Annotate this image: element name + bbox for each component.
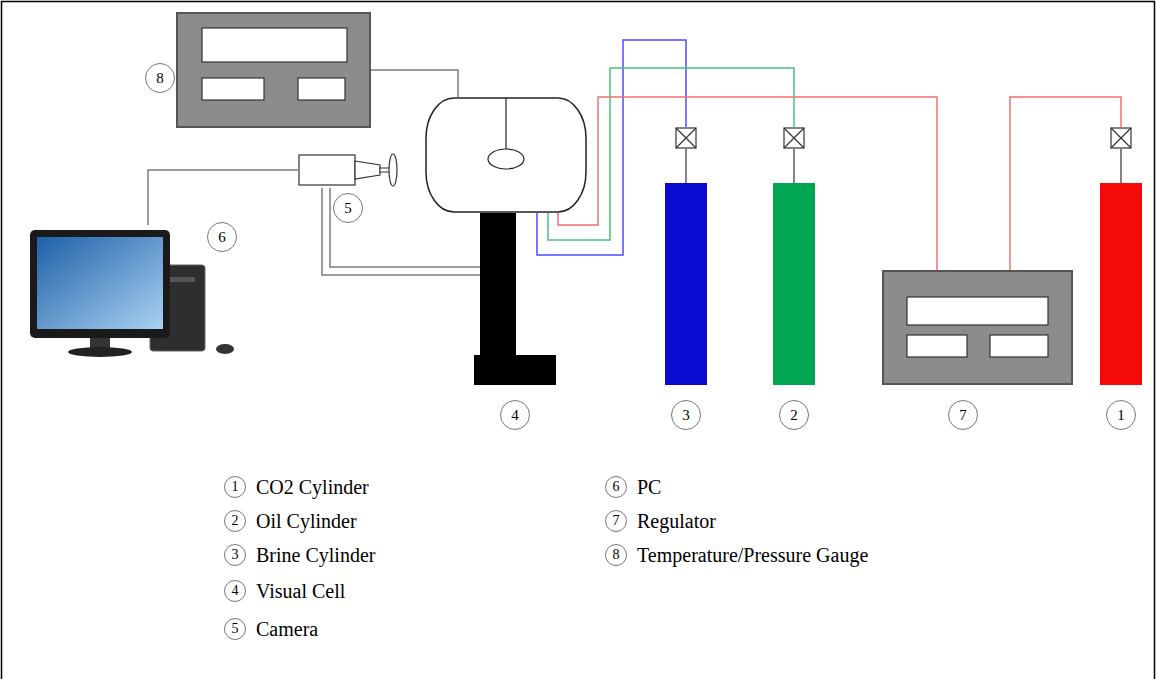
callout-number: 6 xyxy=(207,222,237,252)
legend-item: 1 CO2 Cylinder xyxy=(224,474,369,500)
pc-tower xyxy=(150,265,205,351)
visual-cell: 4 xyxy=(425,97,587,213)
node-graphic xyxy=(425,97,587,213)
node-graphic xyxy=(298,152,400,188)
callout-number: 5 xyxy=(224,618,246,640)
legend-text: CO2 Cylinder xyxy=(256,476,369,499)
camera-lens xyxy=(389,154,397,186)
valve-stem xyxy=(685,149,686,183)
regulator-box: 7 xyxy=(882,270,1073,385)
valve-cross xyxy=(784,128,804,148)
panel-display xyxy=(202,78,264,100)
monitor-neck xyxy=(90,337,110,349)
legend-item: 3 Brine Cylinder xyxy=(224,542,375,568)
monitor-bezel xyxy=(30,230,170,338)
monitor-screen xyxy=(37,237,163,329)
pc-illustration: 6 xyxy=(25,225,240,368)
stand-post xyxy=(480,213,516,355)
callout-number: 8 xyxy=(605,544,627,566)
node-graphic xyxy=(176,12,371,128)
pipe-connector xyxy=(371,70,458,97)
camera-lens xyxy=(380,168,390,172)
legend-text: PC xyxy=(637,476,661,499)
valve-stem xyxy=(793,149,794,183)
panel-body xyxy=(177,13,370,127)
legend-item: 6 PC xyxy=(605,474,661,500)
callout-number: 1 xyxy=(1106,400,1136,430)
legend-item: 8 Temperature/Pressure Gauge xyxy=(605,542,868,568)
legend-item: 5 Camera xyxy=(224,616,318,642)
pipe-connector xyxy=(537,40,686,255)
valve-body xyxy=(1111,128,1131,148)
pc-tower-drive xyxy=(165,277,195,282)
valve-stem xyxy=(1120,149,1121,183)
camera-symbol: 5 xyxy=(298,152,400,188)
brine-cylinder: 3 xyxy=(664,127,708,385)
panel-body xyxy=(883,271,1072,384)
panel-display xyxy=(907,297,1048,325)
valve-cross xyxy=(676,128,696,148)
needle xyxy=(505,98,506,149)
pipe-connector xyxy=(1010,97,1121,270)
node-graphic xyxy=(1099,127,1143,385)
cell-vessel xyxy=(426,98,586,212)
node-graphic xyxy=(772,127,816,385)
legend-text: Visual Cell xyxy=(256,580,345,603)
stand-base xyxy=(474,355,556,385)
camera-body xyxy=(299,155,355,185)
panel-display xyxy=(202,28,347,62)
legend-item: 2 Oil Cylinder xyxy=(224,508,357,534)
legend-item: 7 Regulator xyxy=(605,508,716,534)
drop xyxy=(488,149,524,169)
legend-text: Camera xyxy=(256,618,318,641)
node-graphic xyxy=(882,270,1073,385)
callout-number: 4 xyxy=(224,580,246,602)
legend-text: Brine Cylinder xyxy=(256,544,375,567)
node-graphic xyxy=(25,225,240,368)
callout-number: 7 xyxy=(605,510,627,532)
node-graphic xyxy=(664,127,708,385)
co2-cylinder: 1 xyxy=(1099,127,1143,385)
mouse xyxy=(216,344,234,354)
callout-number: 2 xyxy=(779,400,809,430)
pipe-connector xyxy=(558,97,937,270)
valve-body xyxy=(676,128,696,148)
callout-number: 3 xyxy=(224,544,246,566)
pipe-connector xyxy=(548,68,794,240)
callout-number: 7 xyxy=(948,400,978,430)
valve-cross xyxy=(1111,128,1131,148)
camera-lens xyxy=(355,161,380,179)
oil-cylinder: 2 xyxy=(772,127,816,385)
panel-display xyxy=(298,78,345,100)
callout-number: 5 xyxy=(333,193,363,223)
cylinder-body xyxy=(773,183,815,385)
gauge-box: 8 xyxy=(176,12,371,128)
valve-body xyxy=(784,128,804,148)
cylinder-body xyxy=(1100,183,1142,385)
camera-cable xyxy=(330,188,480,267)
pipe-connector xyxy=(148,170,298,225)
monitor-base xyxy=(68,347,132,357)
legend-item: 4 Visual Cell xyxy=(224,578,345,604)
callout-number: 1 xyxy=(224,476,246,498)
callout-number: 8 xyxy=(145,63,175,93)
legend-text: Temperature/Pressure Gauge xyxy=(637,544,868,567)
legend-text: Oil Cylinder xyxy=(256,510,357,533)
callout-number: 6 xyxy=(605,476,627,498)
callout-number: 3 xyxy=(671,400,701,430)
panel-display xyxy=(990,335,1048,357)
cylinder-body xyxy=(665,183,707,385)
callout-number: 4 xyxy=(500,400,530,430)
panel-display xyxy=(907,335,967,357)
callout-number: 2 xyxy=(224,510,246,532)
camera-cable xyxy=(322,188,480,275)
legend-text: Regulator xyxy=(637,510,716,533)
